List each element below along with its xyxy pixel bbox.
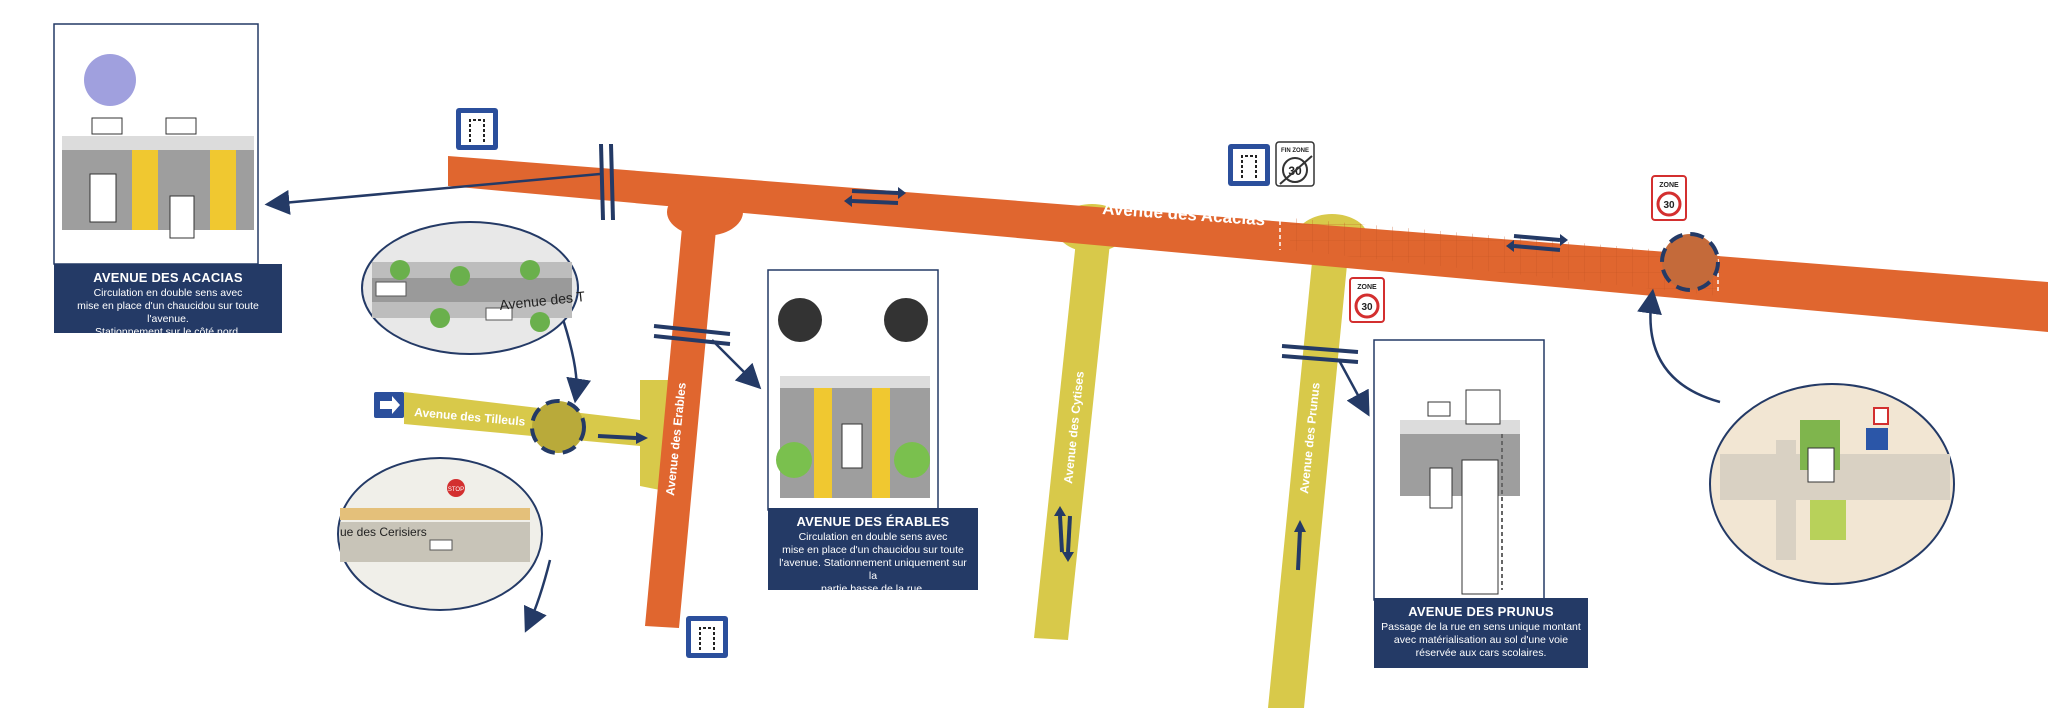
section-marker-prunus (1281, 344, 1359, 364)
panel-prunus-desc-1: Passage de la rue en sens unique montant (1381, 621, 1581, 633)
callout-prunus-line (1338, 361, 1370, 417)
callout-acacias-line (264, 172, 601, 215)
panel-erables-desc-2: mise en place d'un chaucidou sur toute (782, 544, 964, 556)
panel-acacias-desc-3: Stationnement sur le côté nord. (95, 326, 241, 338)
panel-acacias-desc-1: Circulation en double sens avec (93, 287, 243, 299)
callout-inset-bottom-line (523, 559, 552, 633)
roundabout-tilleuls (530, 399, 586, 455)
zone-speed-text: 30 (1361, 302, 1373, 313)
panel-acacias-desc-2: mise en place d'un chaucidou sur toute l… (77, 300, 259, 325)
panel-prunus-desc-3: réservée aux cars scolaires. (1415, 647, 1547, 659)
zone-speed-text: 30 (1663, 200, 1675, 211)
chaucidou-sign-icon (686, 616, 728, 658)
panel-prunus-desc-2: avec matérialisation au sol d'une voie (1393, 634, 1569, 646)
two-way-arrow-icon (1506, 234, 1568, 252)
roundabout-acacias (1660, 232, 1720, 292)
panel-erables-desc-1: Circulation en double sens avec (798, 531, 948, 543)
inset-tilleuls-plan: Avenue des T (361, 221, 586, 355)
panel-prunus-title: AVENUE DES PRUNUS (1408, 604, 1554, 619)
cross-section-prunus (1373, 339, 1545, 601)
section-marker-erables (653, 324, 731, 346)
panel-erables-desc-3: l'avenue. Stationnement uniquement sur l… (779, 557, 967, 582)
inset-cerisiers-plan: STOP ue des Cerisiers (337, 457, 543, 611)
panel-erables-title: AVENUE DES ÉRABLES (796, 514, 950, 529)
zone-text: ZONE (1659, 182, 1679, 189)
two-way-arrow-icon (844, 187, 906, 207)
inset-roundabout-plan (1709, 383, 1955, 585)
one-way-up-arrow-icon (1294, 520, 1306, 571)
callout-inset-right-line (1637, 288, 1721, 404)
section-marker-acacias (599, 143, 615, 221)
two-way-arrow-vertical-icon (1054, 506, 1074, 562)
direction-arrow-sign-icon (374, 392, 404, 418)
chaucidou-sign-icon (456, 108, 498, 150)
inset-bottom-street-label: ue des Cerisiers (340, 525, 427, 539)
zone-30-sign-icon: ZONE 30 (1651, 175, 1687, 221)
cross-section-erables (767, 269, 939, 511)
panel-acacias: AVENUE DES ACACIAS Circulation en double… (54, 264, 282, 338)
avenue-des-erables-road (645, 188, 743, 628)
chaucidou-sign-icon (1228, 144, 1270, 186)
panel-erables-desc-4: partie basse de la rue. (821, 583, 925, 595)
panel-erables: AVENUE DES ÉRABLES Circulation en double… (768, 508, 978, 595)
panel-acacias-title: AVENUE DES ACACIAS (93, 270, 243, 285)
end-zone-text: FIN ZONE (1281, 148, 1309, 154)
cross-section-acacias (53, 23, 259, 265)
end-zone-30-sign-icon: FIN ZONE 30 (1275, 141, 1315, 187)
callout-erables-line (711, 339, 762, 390)
stop-sign-text: STOP (448, 487, 464, 493)
panel-prunus: AVENUE DES PRUNUS Passage de la rue en s… (1374, 598, 1588, 668)
zone-text: ZONE (1357, 284, 1377, 291)
zone-30-sign-icon: ZONE 30 (1349, 277, 1385, 323)
tilleuls-direction-arrow-icon (597, 432, 648, 444)
